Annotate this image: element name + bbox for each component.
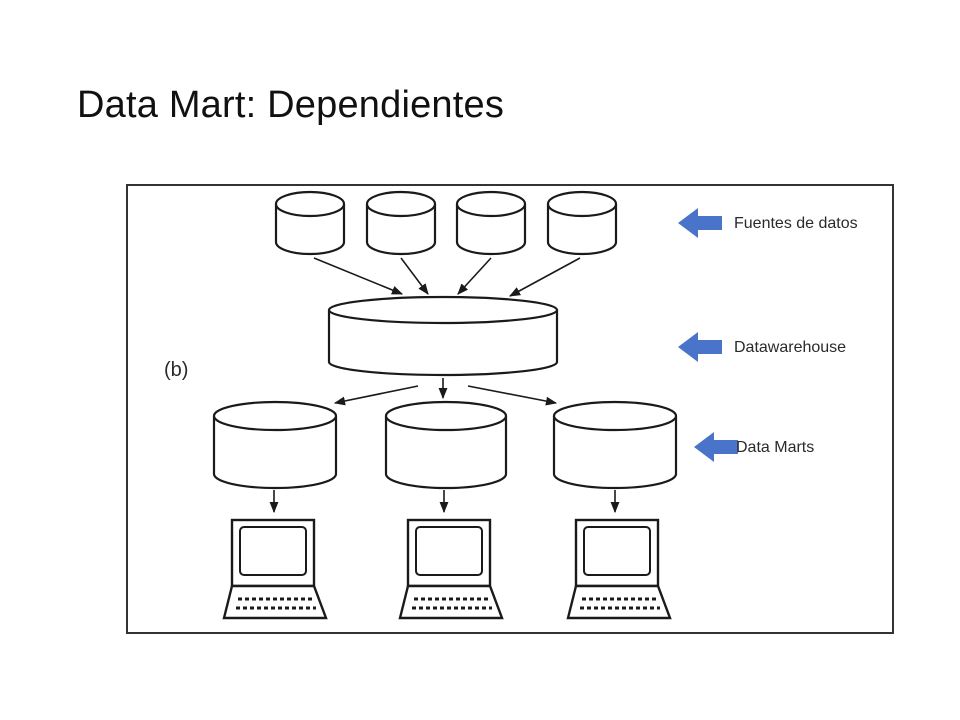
- data-mart-3: [552, 400, 678, 490]
- datawarehouse-cylinder: [327, 295, 559, 377]
- computer-terminal-icon: [398, 518, 504, 620]
- source-database-2: [365, 190, 437, 256]
- data-mart-2: [384, 400, 508, 490]
- diagram-figure: (b) Fuentes de datos Datawarehouse Data …: [126, 184, 894, 634]
- data-mart-1: [212, 400, 338, 490]
- layer-label-marts: Data Marts: [736, 439, 814, 456]
- source-database-3: [455, 190, 527, 256]
- panel-label: (b): [164, 359, 188, 381]
- left-arrow-icon: [678, 208, 722, 238]
- source-to-warehouse-arrows: [313, 257, 581, 297]
- layer-label-sources: Fuentes de datos: [734, 215, 858, 232]
- computer-terminal-icon: [222, 518, 328, 620]
- warehouse-to-marts-arrows: [333, 378, 558, 406]
- marts-to-clients-arrows: [269, 490, 620, 514]
- left-arrow-icon: [678, 332, 722, 362]
- slide-title: Data Mart: Dependientes: [77, 84, 505, 126]
- source-database-4: [546, 190, 618, 256]
- layer-label-warehouse: Datawarehouse: [734, 339, 846, 356]
- diagram-canvas: (b) Fuentes de datos Datawarehouse Data …: [164, 190, 858, 620]
- computer-terminal-icon: [566, 518, 672, 620]
- source-database-1: [274, 190, 346, 256]
- left-arrow-icon: [694, 432, 738, 462]
